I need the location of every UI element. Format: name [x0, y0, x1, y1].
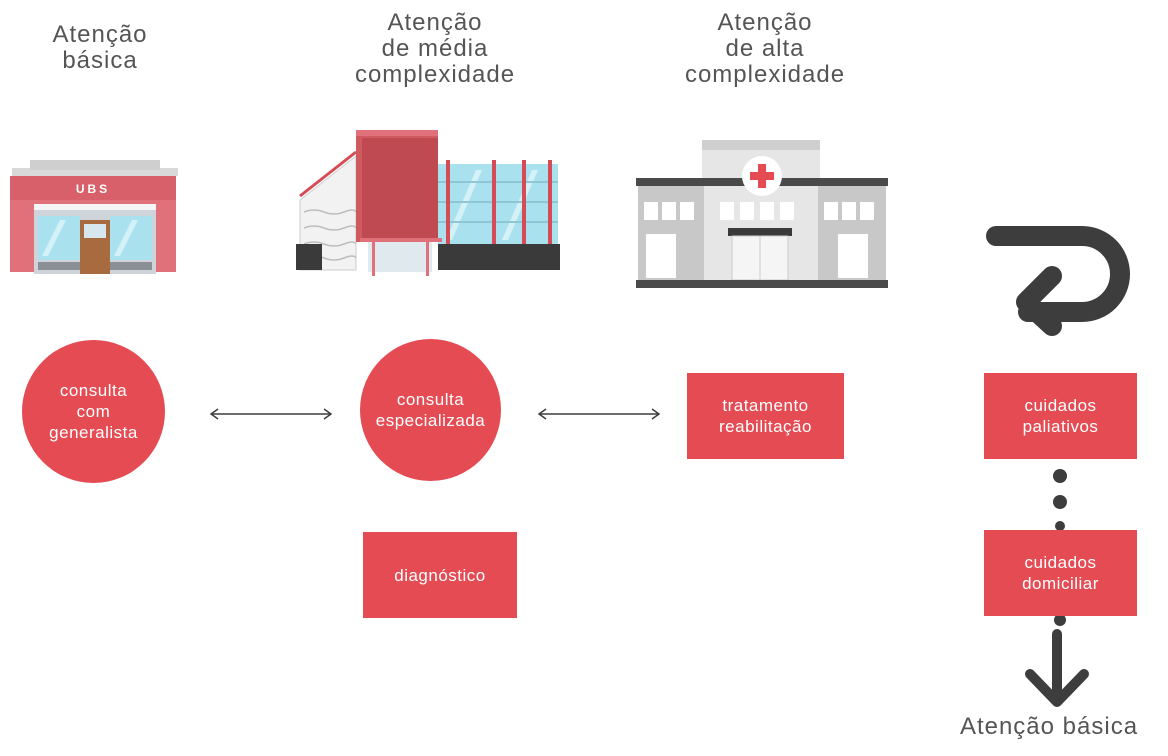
modern-building-icon	[296, 130, 560, 276]
node-treatment-label: tratamento reabilitação	[719, 396, 812, 436]
hospital-building-icon	[636, 140, 888, 288]
heading-return-basic-care: Atenção básica	[959, 713, 1139, 740]
dotted-connector	[1053, 469, 1067, 626]
node-home-care-label: cuidados domiciliar	[1022, 553, 1099, 593]
node-diagnosis-label: diagnóstico	[394, 565, 486, 585]
heading-basic-care: Atenção básica	[52, 21, 148, 74]
node-general-label: consulta com generalista	[49, 381, 138, 442]
node-palliative-label: cuidados paliativos	[1022, 396, 1099, 436]
node-home-care: cuidados domiciliar	[984, 530, 1137, 616]
node-specialized-label: consulta especializada	[375, 390, 486, 430]
node-specialized-consultation: consulta especializada	[360, 339, 501, 481]
double-headed-arrow-icon	[209, 408, 333, 420]
heading-medium-complexity: Atenção de média complexidade	[354, 9, 516, 88]
node-diagnosis: diagnóstico	[363, 532, 517, 618]
node-general-consultation: consulta com generalista	[22, 340, 165, 483]
ubs-sign: UBS	[76, 182, 110, 196]
node-palliative-care: cuidados paliativos	[984, 373, 1137, 459]
u-turn-arrow-icon	[986, 226, 1130, 336]
clinic-building-icon: UBS	[10, 160, 178, 274]
down-arrow-icon	[1025, 629, 1089, 707]
double-headed-arrow-icon	[537, 408, 661, 420]
node-treatment: tratamento reabilitação	[687, 373, 844, 459]
heading-high-complexity: Atenção de alta complexidade	[684, 9, 846, 88]
